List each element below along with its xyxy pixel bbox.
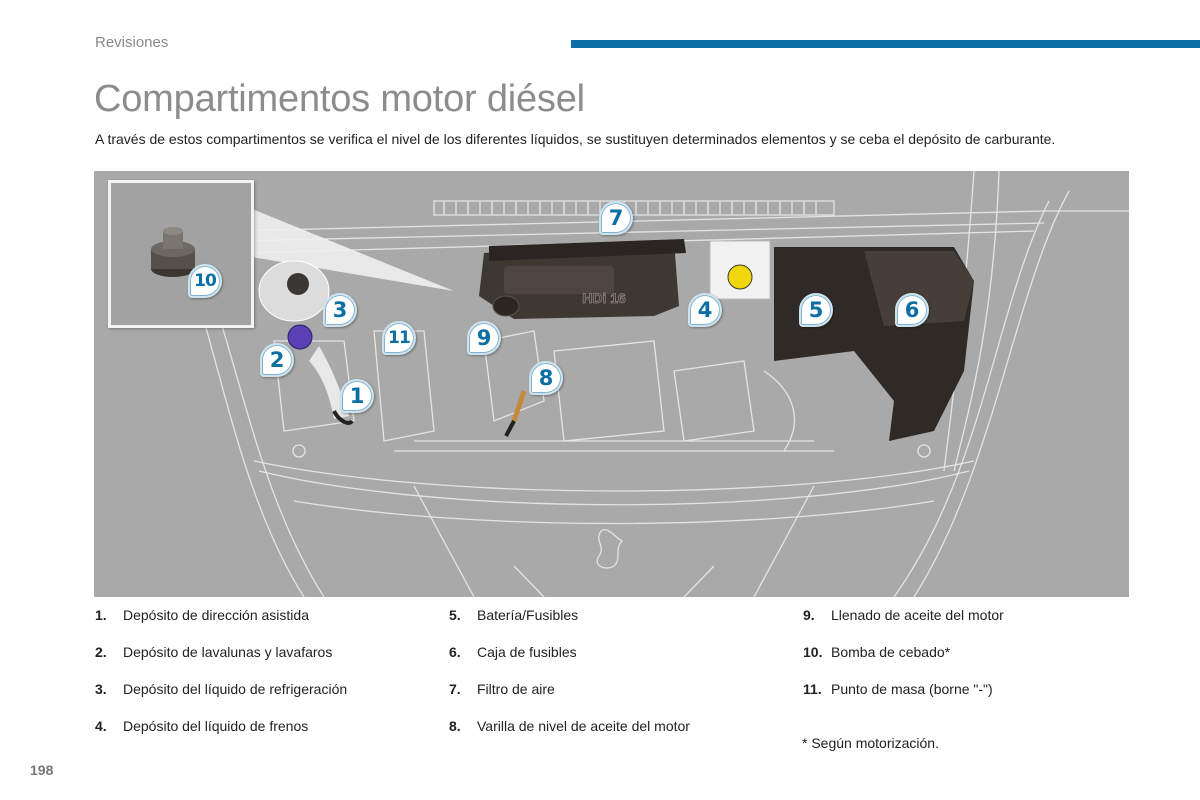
legend-item: 8. Varilla de nivel de aceite del motor xyxy=(449,718,690,738)
legend-text: Batería/Fusibles xyxy=(477,607,579,623)
page-title: Compartimentos motor diésel xyxy=(94,78,585,120)
engine-cover: HDi 16 xyxy=(479,239,686,319)
legend-number: 10. xyxy=(803,644,823,660)
callout-1: 1 xyxy=(340,379,374,413)
legend-text: Depósito de lavalunas y lavafaros xyxy=(123,644,333,660)
intro-paragraph: A través de estos compartimentos se veri… xyxy=(95,131,1056,147)
callout-6: 6 xyxy=(895,293,929,327)
legend-item: 6. Caja de fusibles xyxy=(449,644,577,664)
legend-item: 9. Llenado de aceite del motor xyxy=(803,607,1004,627)
callout-8: 8 xyxy=(529,361,563,395)
callout-11: 11 xyxy=(382,321,416,355)
priming-pump-inset xyxy=(108,180,254,328)
legend-item: 4. Depósito del líquido de frenos xyxy=(95,718,308,738)
legend-item: 7. Filtro de aire xyxy=(449,681,555,701)
page-number: 198 xyxy=(30,762,54,778)
legend-number: 6. xyxy=(449,644,461,660)
legend-text: Depósito del líquido de refrigeración xyxy=(123,681,348,697)
legend-number: 7. xyxy=(449,681,461,697)
callout-2: 2 xyxy=(260,343,294,377)
legend-number: 4. xyxy=(95,718,107,734)
legend-item: 3. Depósito del líquido de refrigeración xyxy=(95,681,347,701)
legend-text: Depósito del líquido de frenos xyxy=(123,718,309,734)
legend-text: Llenado de aceite del motor xyxy=(831,607,1004,623)
callout-5: 5 xyxy=(799,293,833,327)
footnote: * Según motorización. xyxy=(802,735,939,751)
legend-text: Depósito de dirección asistida xyxy=(123,607,309,623)
legend-number: 8. xyxy=(449,718,461,734)
engine-cover-label: HDi 16 xyxy=(582,290,626,306)
legend-text: Filtro de aire xyxy=(477,681,555,697)
legend-text: Punto de masa (borne "-") xyxy=(831,681,993,697)
callout-9: 9 xyxy=(467,321,501,355)
callout-4: 4 xyxy=(688,293,722,327)
legend-item: 5. Batería/Fusibles xyxy=(449,607,578,627)
legend-number: 9. xyxy=(803,607,815,623)
engine-compartment-illustration: HDi 16 1 2 3 4 5 6 7 8 9 xyxy=(94,171,1129,597)
callout-7: 7 xyxy=(599,201,633,235)
legend-number: 11. xyxy=(803,681,822,697)
legend-text: Bomba de cebado* xyxy=(831,644,951,660)
legend-text: Caja de fusibles xyxy=(477,644,577,660)
section-label: Revisiones xyxy=(95,34,169,51)
priming-pump-icon xyxy=(151,227,195,277)
legend-item: 10. Bomba de cebado* xyxy=(803,644,950,664)
callout-10: 10 xyxy=(188,264,222,298)
oil-filler-cap xyxy=(492,295,520,317)
legend-number: 2. xyxy=(95,644,107,660)
legend-item: 11. Punto de masa (borne "-") xyxy=(803,681,993,701)
legend-number: 5. xyxy=(449,607,461,623)
legend-item: 2. Depósito de lavalunas y lavafaros xyxy=(95,644,332,664)
header-rule xyxy=(571,40,1200,48)
legend-text: Varilla de nivel de aceite del motor xyxy=(477,718,690,734)
legend-item: 1. Depósito de dirección asistida xyxy=(95,607,309,627)
legend-number: 3. xyxy=(95,681,107,697)
callout-3: 3 xyxy=(323,293,357,327)
legend-number: 1. xyxy=(95,607,107,623)
